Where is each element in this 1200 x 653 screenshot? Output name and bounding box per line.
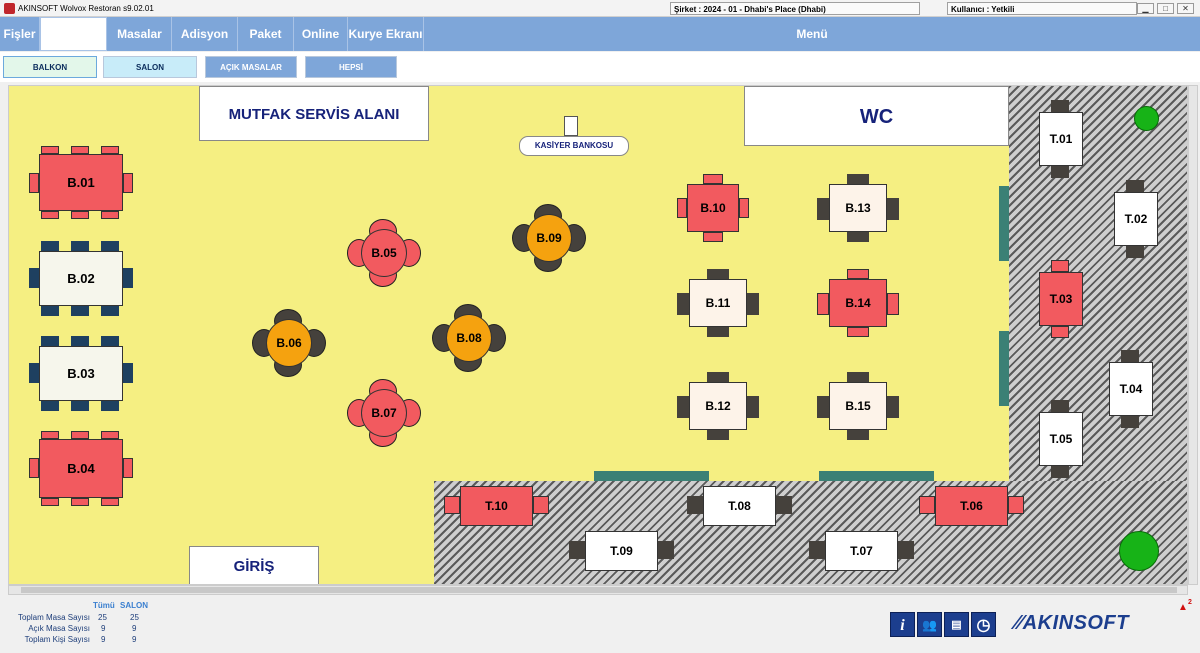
stats-label: Toplam Kişi Sayısı [24,635,90,644]
info-icon[interactable]: i [890,612,915,637]
maximize-button[interactable]: □ [1157,3,1174,14]
terrace-bottom [434,481,1187,584]
table-t08[interactable]: T.08 [703,486,776,526]
users-icon[interactable]: 👥 [917,612,942,637]
wall-segment [819,471,934,481]
table-t07[interactable]: T.07 [825,531,898,571]
scrollbar-thumb[interactable] [21,587,1177,593]
horizontal-scrollbar[interactable] [8,585,1188,595]
menu-title[interactable]: Menü [796,27,828,41]
title-bar: AKINSOFT Wolvox Restoran s9.02.01 Şirket… [0,0,1200,17]
stats-header-all: Tümü [93,601,115,610]
logo-text: AKINSOFT [1022,612,1129,634]
table-b10[interactable]: B.10 [687,184,739,232]
table-b02[interactable]: B.02 [39,251,123,306]
table-b13[interactable]: B.13 [829,184,887,232]
table-t10[interactable]: T.10 [460,486,533,526]
table-t05[interactable]: T.05 [1039,412,1083,466]
akinsoft-logo: ⁄⁄AKINSOFT [1015,612,1129,635]
menu-adisyon[interactable]: Adisyon [172,17,238,51]
table-b11[interactable]: B.11 [689,279,747,327]
table-t03[interactable]: T.03 [1039,272,1083,326]
table-b07[interactable]: B.07 [361,389,407,437]
menu-blank-slot[interactable] [40,17,107,51]
stats-label: Açık Masa Sayısı [28,624,90,633]
plant-icon [1134,106,1159,131]
bell-icon[interactable]: ▲ [1178,602,1188,613]
stats-value: 25 [98,613,107,622]
stats-value: 25 [130,613,139,622]
main-menu-bar: Fişler Masalar Adisyon Paket Online Kury… [0,17,1200,51]
table-t04[interactable]: T.04 [1109,362,1153,416]
table-b09[interactable]: B.09 [526,214,572,262]
table-b05[interactable]: B.05 [361,229,407,277]
menu-online[interactable]: Online [294,17,348,51]
wc-area: WC [744,86,1009,146]
close-button[interactable]: ✕ [1177,3,1194,14]
table-b04[interactable]: B.04 [39,439,123,498]
menu-paket[interactable]: Paket [238,17,294,51]
wall-segment [594,471,709,481]
wall-segment [999,331,1009,406]
table-t02[interactable]: T.02 [1114,192,1158,246]
table-t09[interactable]: T.09 [585,531,658,571]
stats-header-salon: SALON [120,601,148,610]
stats-value: 9 [132,635,137,644]
entrance-area: GİRİŞ [189,546,319,584]
table-b15[interactable]: B.15 [829,382,887,430]
kitchen-service-area: MUTFAK SERVİS ALANI [199,86,429,141]
user-field: Kullanıcı : Yetkili [947,2,1137,15]
money-icon[interactable]: ▤ [944,612,969,637]
tab-hepsi[interactable]: HEPSİ [305,56,397,78]
cashier-desk: KASİYER BANKOSU [519,136,629,156]
area-tabs: BALKON SALON AÇIK MASALAR HEPSİ [0,52,1200,82]
notification-count: 2 [1188,599,1192,606]
table-b03[interactable]: B.03 [39,346,123,401]
company-field: Şirket : 2024 - 01 - Dhabi's Place (Dhab… [670,2,920,15]
stats-value: 9 [101,624,106,633]
logo-mark-icon: ⁄⁄ [1015,612,1023,634]
table-t06[interactable]: T.06 [935,486,1008,526]
table-t01[interactable]: T.01 [1039,112,1083,166]
table-b01[interactable]: B.01 [39,154,123,211]
stats-label: Toplam Masa Sayısı [17,613,90,622]
table-b06[interactable]: B.06 [266,319,312,367]
tab-balkon[interactable]: BALKON [3,56,97,78]
wall-segment [999,186,1009,261]
minimize-button[interactable]: ▁ [1137,3,1154,14]
stats-value: 9 [132,624,137,633]
vertical-scrollbar[interactable] [1188,85,1198,585]
table-b12[interactable]: B.12 [689,382,747,430]
floor-plan: MUTFAK SERVİS ALANI WC KASİYER BANKOSU G… [8,85,1188,585]
stats-value: 9 [101,635,106,644]
table-b14[interactable]: B.14 [829,279,887,327]
app-title: AKINSOFT Wolvox Restoran s9.02.01 [18,4,154,13]
menu-fisler[interactable]: Fişler [0,17,40,51]
menu-masalar[interactable]: Masalar [108,17,172,51]
table-b08[interactable]: B.08 [446,314,492,362]
cashier-register [564,116,578,136]
app-icon [4,3,15,14]
plant-icon [1119,531,1159,571]
tab-salon[interactable]: SALON [103,56,197,78]
menu-kurye-ekrani[interactable]: Kurye Ekranı [348,17,424,51]
tab-acik-masalar[interactable]: AÇIK MASALAR [205,56,297,78]
clock-icon[interactable]: ◷ [971,612,996,637]
